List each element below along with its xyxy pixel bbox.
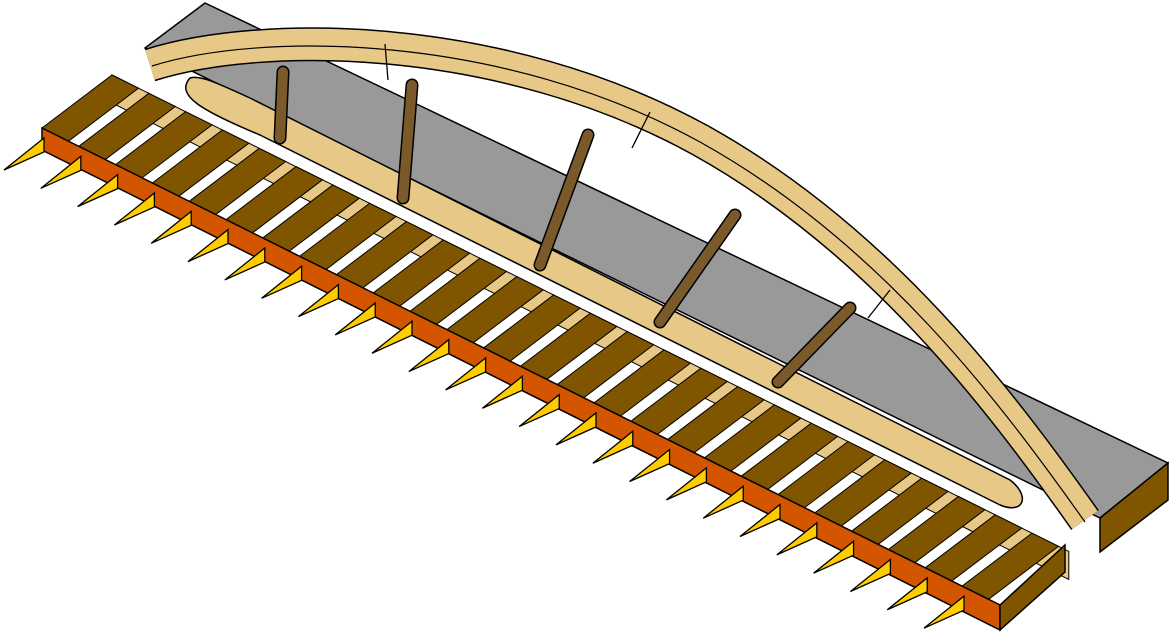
spike <box>776 521 818 556</box>
spike <box>665 466 708 501</box>
spike <box>518 393 560 428</box>
spike <box>739 503 781 538</box>
arch-joint <box>384 43 389 81</box>
spike <box>408 338 450 373</box>
spike <box>3 136 45 171</box>
spike <box>849 558 892 593</box>
hanger <box>655 210 740 327</box>
hanger <box>773 303 855 387</box>
spike <box>555 411 597 446</box>
strip-end <box>999 543 1066 632</box>
spike <box>702 484 744 519</box>
spike <box>629 448 671 483</box>
arch-body <box>145 28 1098 529</box>
spike <box>261 264 303 299</box>
spike <box>40 154 82 189</box>
spike <box>297 283 340 318</box>
arch-line <box>151 45 1086 523</box>
deck-side <box>1099 461 1169 554</box>
hangers-group <box>273 65 857 389</box>
spike <box>923 594 965 629</box>
arch-joint <box>867 289 891 319</box>
spike <box>886 576 928 611</box>
tie-chord <box>185 76 1024 509</box>
spike <box>77 173 119 208</box>
hanger <box>535 130 593 270</box>
beams-group <box>41 74 1070 600</box>
spike <box>113 191 156 226</box>
spike <box>592 429 634 464</box>
spike <box>224 246 266 281</box>
spikes-group <box>3 136 965 629</box>
spike <box>481 374 524 409</box>
spike <box>813 539 855 574</box>
spike <box>371 319 413 354</box>
hanger <box>275 67 288 143</box>
spike <box>187 228 229 263</box>
spike <box>334 301 376 336</box>
arch <box>144 27 1099 530</box>
tie-outline <box>185 76 1024 509</box>
arch-joint <box>631 111 651 149</box>
hanger <box>398 80 417 203</box>
spike <box>445 356 487 391</box>
spike <box>150 209 192 244</box>
